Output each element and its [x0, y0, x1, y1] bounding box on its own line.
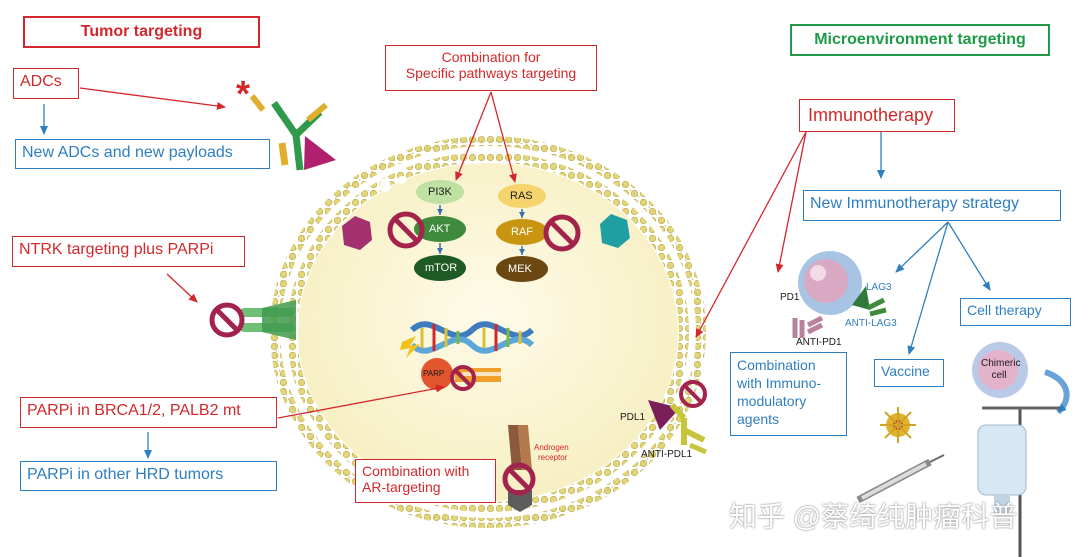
- anti-pd1-label: ANTI-PD1: [796, 337, 842, 348]
- combination-immuno-line3: modulatory: [737, 393, 807, 409]
- androgen-label-line1: Androgen: [534, 443, 569, 452]
- syringe-icon: [856, 454, 945, 504]
- akt-label: AKT: [429, 223, 451, 235]
- ntrk-box: NTRK targeting plus PARPi: [12, 236, 245, 267]
- arrow-parpi-to-parp: [277, 384, 445, 419]
- dna-helix-icon: [400, 321, 535, 358]
- combination-immuno-line2: with Immuno-: [737, 375, 822, 391]
- arrow-combo-to-ras: [490, 91, 517, 183]
- ras-node: [498, 184, 546, 208]
- androgen-receptor-label: Androgen receptor: [534, 443, 569, 463]
- parpi-hrd-box: PARPi in other HRD tumors: [20, 461, 277, 491]
- watermark-text: 知乎 @蔡绮纯肿瘤科普: [729, 501, 1018, 532]
- anti-pdl1-label: ANTI-PDL1: [641, 449, 693, 460]
- ras-label: RAS: [510, 190, 533, 202]
- mek-node: [496, 256, 548, 282]
- adcs-box: ADCs: [13, 68, 79, 99]
- chimeric-label-line1: Chimeric: [981, 358, 1021, 369]
- arrow-strategy-to-vaccine: [907, 221, 949, 355]
- pdl1-label: PDL1: [620, 412, 646, 423]
- anti-pdl1-antibody-icon: [669, 402, 708, 455]
- inhibit-pdl1-icon: [679, 380, 707, 408]
- svg-text:*: *: [236, 73, 250, 114]
- pi3k-node: [416, 180, 464, 204]
- raf-label: RAF: [511, 226, 533, 238]
- arrow-immuno-to-pd1: [775, 131, 807, 273]
- inhibit-ar-icon: [502, 462, 536, 496]
- combination-immuno-line4: agents: [737, 411, 780, 427]
- vaccine-box: Vaccine: [874, 359, 944, 387]
- parp-enzyme-icon: [421, 358, 502, 390]
- pd1-label: PD1: [780, 292, 800, 303]
- lag3-label: LAG3: [866, 282, 892, 293]
- inhibit-parp-icon: [450, 365, 476, 391]
- arrow-immuno-to-pdl1: [695, 131, 807, 338]
- new-immunotherapy-strategy-box: New Immunotherapy strategy: [803, 190, 1061, 221]
- pi3k-label: PI3K: [428, 186, 452, 198]
- lag3-icon: [852, 286, 870, 310]
- arrow-combo-to-pi3k: [455, 91, 492, 181]
- microenvironment-targeting-header: Microenvironment targeting: [790, 24, 1050, 56]
- cell-membrane: [270, 136, 706, 528]
- combination-pathways-line1: Combination for: [441, 49, 541, 65]
- arrow-strategy-to-lag3: [895, 221, 949, 273]
- chimeric-cell-label: Chimeric cell: [981, 358, 1021, 382]
- combination-immuno-line1: Combination: [737, 357, 816, 373]
- tumor-targeting-header: Tumor targeting: [23, 16, 260, 48]
- ntrk-receptor-icon: [240, 300, 296, 340]
- drug-hexagon-right-icon: [600, 214, 630, 248]
- iv-bag-icon: [977, 406, 1060, 557]
- t-cell-icon: [798, 251, 862, 315]
- combination-ar-box: Combination with AR-targeting: [355, 459, 496, 503]
- combination-pathways-line2: Specific pathways targeting: [405, 65, 577, 82]
- cell-highlight: [379, 180, 391, 192]
- akt-node: [414, 216, 466, 242]
- drug-hexagon-left-icon: [342, 216, 372, 250]
- chimeric-label-line2: cell: [991, 370, 1007, 381]
- mtor-node: [414, 255, 466, 281]
- combination-pathways-box: Combination for Specific pathways target…: [385, 45, 597, 91]
- inhibit-raf-icon: [543, 214, 581, 252]
- arrow-ntrk-to-receptor: [166, 273, 198, 303]
- adc-antibody-icon: *: [236, 73, 336, 171]
- inhibit-akt-icon: [387, 211, 425, 249]
- parpi-brca-box: PARPi in BRCA1/2, PALB2 mt: [20, 397, 277, 428]
- combination-ar-line2: AR-targeting: [362, 479, 441, 496]
- androgen-receptor-icon: [508, 425, 532, 512]
- chimeric-cell-icon: [972, 342, 1028, 398]
- combination-ar-line1: Combination with: [362, 463, 470, 479]
- raf-node: [496, 219, 548, 245]
- curved-arrow-icon: [1043, 369, 1070, 415]
- anti-lag3-antibody-icon: [866, 297, 887, 317]
- mtor-label: mTOR: [425, 262, 458, 274]
- inhibit-ntrk-icon: [209, 302, 245, 338]
- parp-label: PARP: [423, 369, 445, 378]
- arrow-strategy-to-cell-therapy: [947, 221, 991, 291]
- new-adcs-box: New ADCs and new payloads: [15, 139, 270, 169]
- androgen-label-line2: receptor: [538, 453, 568, 462]
- combination-immunomodulatory-box: Combination with Immuno- modulatory agen…: [730, 352, 847, 436]
- anti-pd1-antibody-icon: [792, 315, 824, 338]
- anti-lag3-label: ANTI-LAG3: [845, 318, 897, 329]
- vaccine-particle-icon: [880, 407, 916, 443]
- immunotherapy-box: Immunotherapy: [799, 99, 955, 132]
- arrow-adcs-to-antibody: [79, 87, 226, 110]
- mek-label: MEK: [508, 263, 532, 275]
- cell-therapy-box: Cell therapy: [960, 298, 1071, 326]
